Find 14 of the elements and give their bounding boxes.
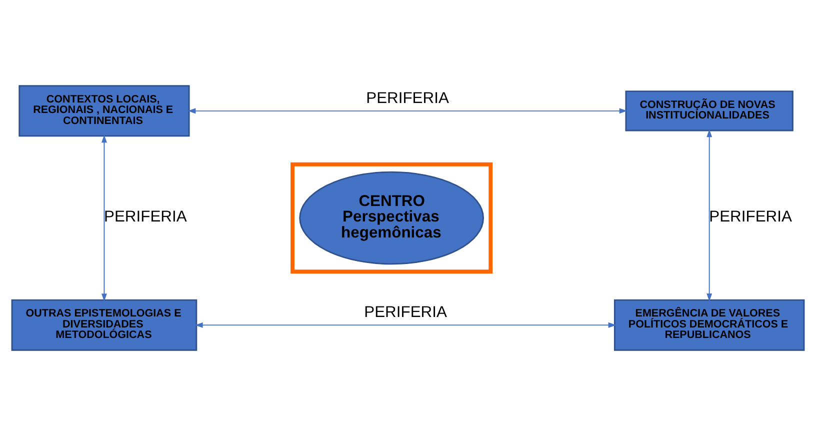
edge-label: PERIFERIA (366, 89, 449, 106)
edge-label: PERIFERIA (364, 304, 447, 321)
arrow (101, 134, 107, 302)
arrow (194, 322, 616, 328)
node-box: OUTRAS EPISTEMOLOGIAS E DIVERSIDADES METODOLÓGICAS (11, 298, 198, 350)
node-box: CONSTRUÇÃO DE NOVAS INSTITUCIONALIDADES (625, 90, 794, 131)
node-box: CONTEXTOS LOCAIS, REGIONAIS , NACIONAIS E CONTINENTAIS (18, 84, 190, 136)
cluster (290, 162, 493, 274)
node-box: EMERGÊNCIA DE VALORES POLÍTICOS DEMOCRÁTICOS E REPUBLICANOS (614, 298, 805, 350)
edge-label: PERIFERIA (709, 208, 792, 226)
edge-label: PERIFERIA (104, 208, 187, 226)
arrow (188, 108, 628, 114)
node-ellipse: CENTRO Perspectivas hegemônicas (299, 170, 484, 264)
arrow (706, 128, 712, 301)
